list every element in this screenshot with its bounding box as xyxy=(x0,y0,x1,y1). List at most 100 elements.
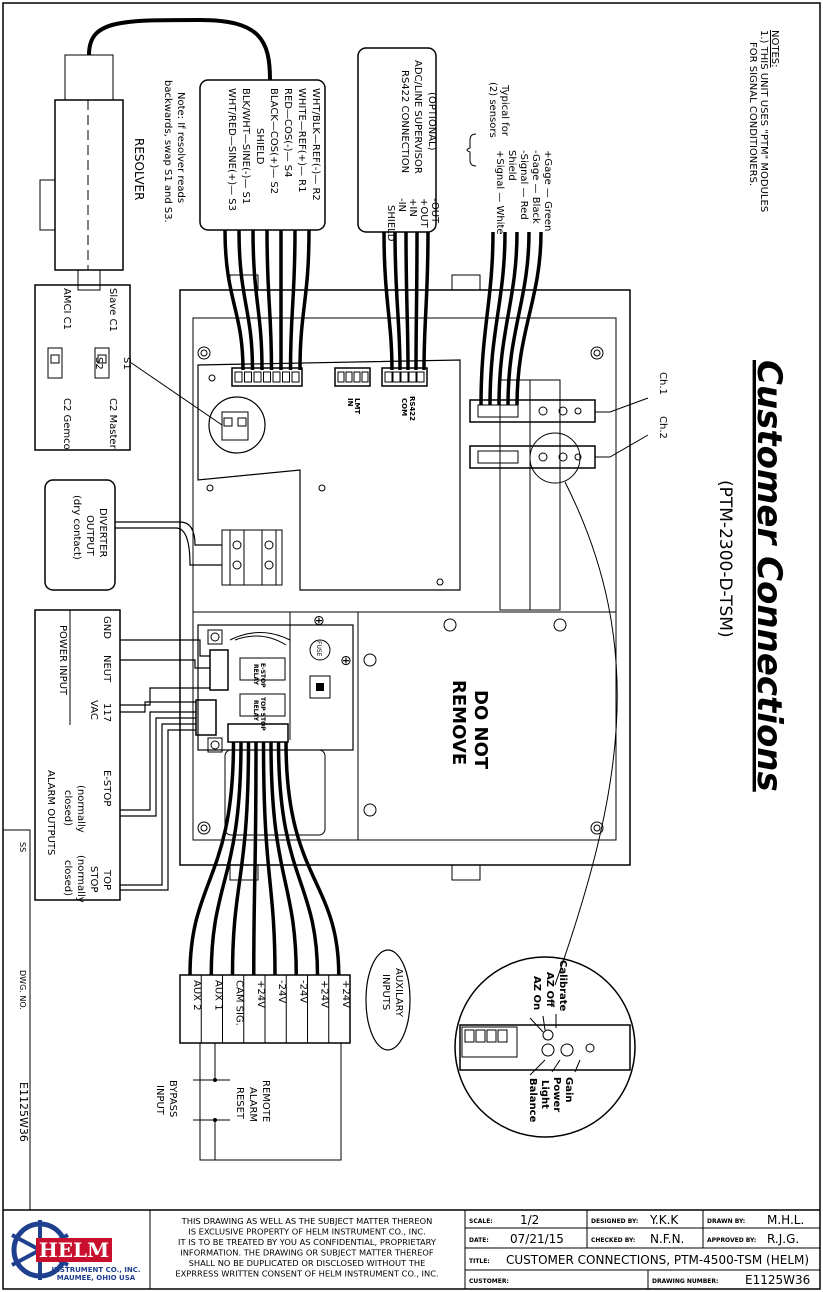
aux-inputs-bubble: AUXILARY INPUTS xyxy=(365,949,411,1051)
resolver-wire-4: SHIELD xyxy=(254,128,265,165)
adc-pin-3: -IN xyxy=(396,198,407,212)
power-neut: NEUT xyxy=(101,655,112,683)
resolver-note-2: backwards, swap S1 and S3. xyxy=(162,80,173,223)
tb-date-label: DATE: xyxy=(469,1237,489,1244)
resolver-note-1: Note: If resolver reads xyxy=(175,92,186,203)
resolver-connector xyxy=(231,367,303,387)
disclaimer-line-5: EXPRRESS WRITTEN CONSENT OF HELM INSTRUM… xyxy=(175,1269,438,1279)
side-strip xyxy=(2,829,31,1211)
power-vac-117: 117 xyxy=(101,703,112,722)
resolver-wire-2: RED—COS(-)— S4 xyxy=(282,88,293,177)
tb-customer-label: CUSTOMER: xyxy=(469,1278,509,1285)
title-block: HELM INSTRUMENT CO., INC. MAUMEE, OHIO U… xyxy=(11,1210,820,1289)
resolver: RESOLVER Note: If resolver reads backwar… xyxy=(39,17,272,291)
remote-alarm-3: RESET xyxy=(234,1087,245,1120)
sensor-row-3: Shield xyxy=(506,150,517,181)
power-gnd: GND xyxy=(101,616,112,639)
tb-scale-label: SCALE: xyxy=(469,1218,493,1225)
ch2-label: Ch.2 xyxy=(657,416,668,439)
aux-switches: REMOTE ALARM RESET BYPASS INPUT xyxy=(154,1043,342,1161)
sensor-row-0: +Gage — Green xyxy=(542,150,553,231)
alarm-estop: E-STOP xyxy=(101,770,112,806)
lmt-in-label: IN xyxy=(346,398,354,407)
rs422-connector: RS422 COM xyxy=(381,367,428,421)
switch-panel: S1 S2 Slave C1 C2 Master AMCI C1 C2 Gemc… xyxy=(34,284,266,454)
ground-symbol: ⊕ xyxy=(340,653,352,669)
lmt-connector: LMT IN xyxy=(334,367,371,414)
relay-topstop-relay: RELAY xyxy=(252,700,259,722)
resolver-wire-6: WHT/RED—SINE(+)— S3 xyxy=(226,88,237,211)
diverter-line-3: (dry contact) xyxy=(71,495,82,560)
aux-term-5: CAM SIG. xyxy=(234,980,245,1026)
alarm-estop-nc-2: closed) xyxy=(62,790,73,826)
aux-inputs-2: INPUTS xyxy=(380,974,391,1010)
relay-estop: E-STOP xyxy=(259,663,266,688)
switch-gemco: C2 Gemco xyxy=(61,398,72,450)
bypass-1: BYPASS xyxy=(167,1080,178,1117)
alarm-outputs-label: ALARM OUTPUTS xyxy=(45,770,56,855)
tb-date: 07/21/15 xyxy=(510,1232,564,1246)
sensor-block: Typical for (2) sensors xyxy=(466,82,510,167)
adc-pin-4: SHIELD xyxy=(385,205,396,242)
diverter-line-2: OUTPUT xyxy=(84,515,95,557)
relay-board: E-STOP RELAY TOP STOP RELAY FUSE ⊕ ⊕ DO … xyxy=(195,611,617,841)
alarm-topstop-nc-2: closed) xyxy=(62,860,73,896)
alarm-topstop-2: STOP xyxy=(88,866,99,892)
sensor-row-1: -Gage — Black xyxy=(530,150,541,224)
sensor-row-4: +Signal — White xyxy=(494,150,505,235)
power-vac: VAC xyxy=(88,700,99,720)
ch1-label: Ch.1 xyxy=(657,372,668,395)
remove-label: REMOVE xyxy=(448,680,469,765)
side-dwg-number: E1125W36 xyxy=(17,1082,30,1142)
rs422-label: RS422 xyxy=(408,396,416,421)
side-ss: SS xyxy=(18,842,27,852)
switch-s1: S1 xyxy=(121,357,132,370)
tb-title: CUSTOMER CONNECTIONS, PTM-4500-TSM (HELM… xyxy=(506,1253,809,1267)
tb-designed: Y.K.K xyxy=(649,1213,679,1227)
tb-title-label: TITLE: xyxy=(469,1258,490,1265)
resolver-wire-0: WHT/BLK—REF(-)— R2 xyxy=(310,88,321,201)
lmt-label: LMT xyxy=(353,398,361,414)
switch-slave: Slave C1 xyxy=(107,288,118,332)
aux-term-3: -24V xyxy=(276,980,287,1003)
aux-term-7: AUX 2 xyxy=(191,980,202,1011)
page-title: Customer Connections xyxy=(749,360,789,792)
disclaimer-line-0: THIS DRAWING AS WELL AS THE SUBJECT MATT… xyxy=(181,1216,433,1226)
tb-dwgnum: E1125W36 xyxy=(745,1273,810,1287)
detail-power-1: Power xyxy=(551,1077,562,1112)
adc-pin-1: +OUT xyxy=(418,198,429,229)
ptm-detail-view: Calibrate AZ Off AZ On Gain Power Light … xyxy=(454,956,636,1138)
aux-term-0: +24V xyxy=(340,980,351,1008)
helm-logo: HELM INSTRUMENT CO., INC. MAUMEE, OHIO U… xyxy=(11,1220,141,1282)
adc-box: (OPTIONAL) ADC/LINE SUPERVISOR RS422 CON… xyxy=(357,47,437,233)
tb-approved: R.J.G. xyxy=(767,1232,799,1246)
sensor-typical-2: (2) sensors xyxy=(487,82,498,138)
disclaimer-line-4: SHALL NO BE DUPLICATED OR DISCLOSED WITH… xyxy=(189,1258,426,1268)
detail-callout-circle xyxy=(529,432,581,484)
disclaimer-line-1: IS EXCLUSIVE PROPERTY OF HELM INSTRUMENT… xyxy=(188,1227,425,1237)
adc-pin-0: -OUT xyxy=(429,198,440,224)
aux-term-2: -24V xyxy=(297,980,308,1003)
bypass-2: INPUT xyxy=(154,1085,165,1116)
relay-topstop: TOP STOP xyxy=(259,697,266,731)
sensor-row-list: +Gage — Green-Gage — Black-Signal — RedS… xyxy=(494,150,553,235)
resolver-wire-box xyxy=(199,79,326,231)
helm-logo-text: HELM xyxy=(39,1238,109,1262)
aux-term-6: AUX 1 xyxy=(212,980,223,1011)
adc-pin-2: +IN xyxy=(407,198,418,217)
aux-term-4: +24V xyxy=(255,980,266,1008)
do-not-label: DO NOT xyxy=(470,690,491,770)
sensor-typical-1: Typical for xyxy=(499,84,510,137)
relay-estop-relay: RELAY xyxy=(252,664,259,686)
detail-power-2: Light xyxy=(539,1080,550,1109)
adc-line-3: RS422 CONNECTION xyxy=(399,70,410,173)
detail-calibrate: Calibrate xyxy=(557,960,568,1012)
ptm-module-ch2 xyxy=(469,445,596,469)
detail-gain: Gain xyxy=(563,1077,574,1103)
tb-designed-label: DESIGNED BY: xyxy=(591,1218,638,1225)
resolver-wire-1: WHITE—REF(+)— R1 xyxy=(296,88,307,192)
alarm-topstop-nc-1: (normally xyxy=(75,855,86,903)
